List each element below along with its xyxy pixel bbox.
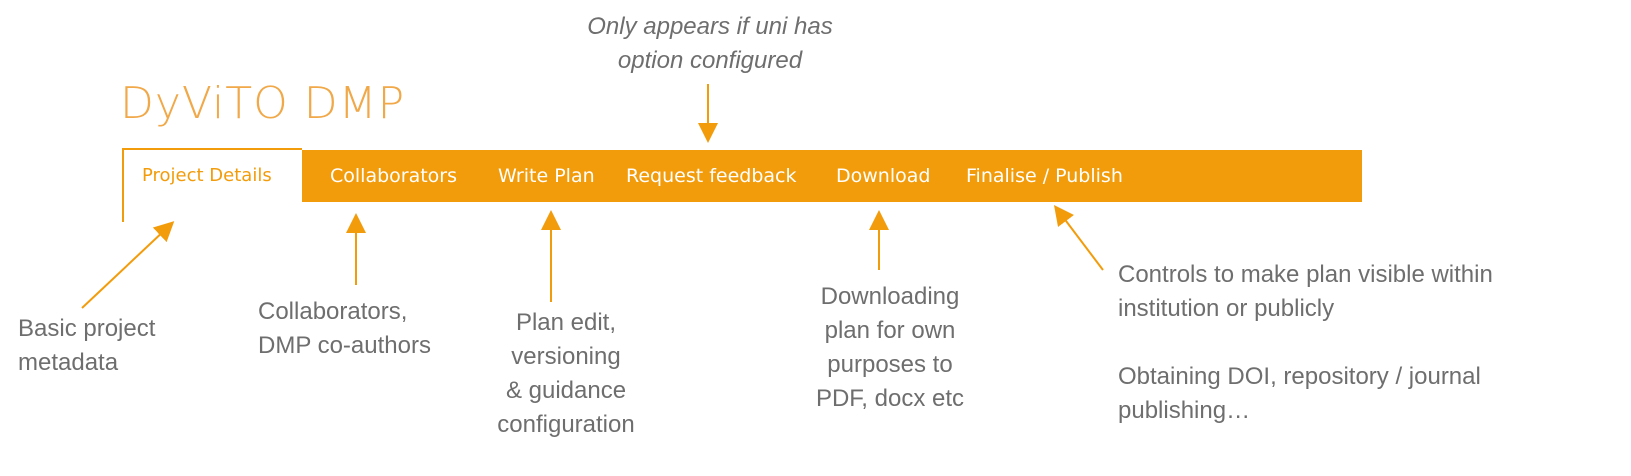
annotation-publish-line2: institution or publicly — [1118, 295, 1335, 322]
annotation-write-line3: & guidance — [505, 377, 627, 404]
annotation-collab: Collaborators, DMP co-authors — [258, 295, 431, 363]
tab-download[interactable]: Download — [836, 165, 931, 187]
arrow-project — [81, 221, 175, 309]
tab-collaborators[interactable]: Collaborators — [330, 165, 458, 187]
top-note-line2: option configured — [617, 47, 803, 74]
annotation-project-line2: metadata — [18, 349, 119, 376]
top-note: Only appears if uni has option configure… — [560, 10, 860, 78]
tab-bar — [302, 150, 1362, 202]
annotation-download-line3: purposes to — [827, 351, 953, 378]
annotation-collab-line1: Collaborators, — [258, 298, 408, 325]
arrow-publish — [1053, 205, 1104, 271]
annotation-project-line1: Basic project — [18, 315, 156, 342]
annotation-download-line2: plan for own — [824, 317, 956, 344]
annotation-publish-line1: Controls to make plan visible within — [1118, 261, 1493, 288]
annotation-write-line4: configuration — [497, 411, 635, 438]
annotation-collab-line2: DMP co-authors — [258, 332, 431, 359]
annotation-write-line2: versioning — [511, 343, 621, 370]
annotation-download-line4: PDF, docx etc — [815, 385, 965, 412]
tab-active-frame — [122, 148, 302, 206]
annotation-download-line1: Downloading — [820, 283, 960, 310]
annotation-publish-spacer — [1118, 326, 1493, 360]
annotation-project: Basic project metadata — [18, 312, 155, 380]
annotation-download: Downloading plan for own purposes to PDF… — [790, 280, 990, 416]
annotation-publish: Controls to make plan visible within ins… — [1118, 258, 1493, 428]
annotation-publish-line4: publishing… — [1118, 397, 1251, 424]
tab-finalise-publish[interactable]: Finalise / Publish — [966, 165, 1123, 187]
annotation-write: Plan edit, versioning & guidance configu… — [466, 306, 666, 442]
app-title: DyViTO DMP — [120, 78, 406, 129]
annotation-write-line1: Plan edit, — [515, 309, 617, 336]
top-note-line1: Only appears if uni has — [587, 13, 833, 40]
annotation-publish-line3: Obtaining DOI, repository / journal — [1118, 363, 1481, 390]
tab-request-feedback[interactable]: Request feedback — [626, 165, 797, 187]
tab-frame-line — [122, 204, 124, 222]
tab-write-plan[interactable]: Write Plan — [498, 165, 595, 187]
tab-project-details[interactable]: Project Details — [142, 165, 272, 186]
